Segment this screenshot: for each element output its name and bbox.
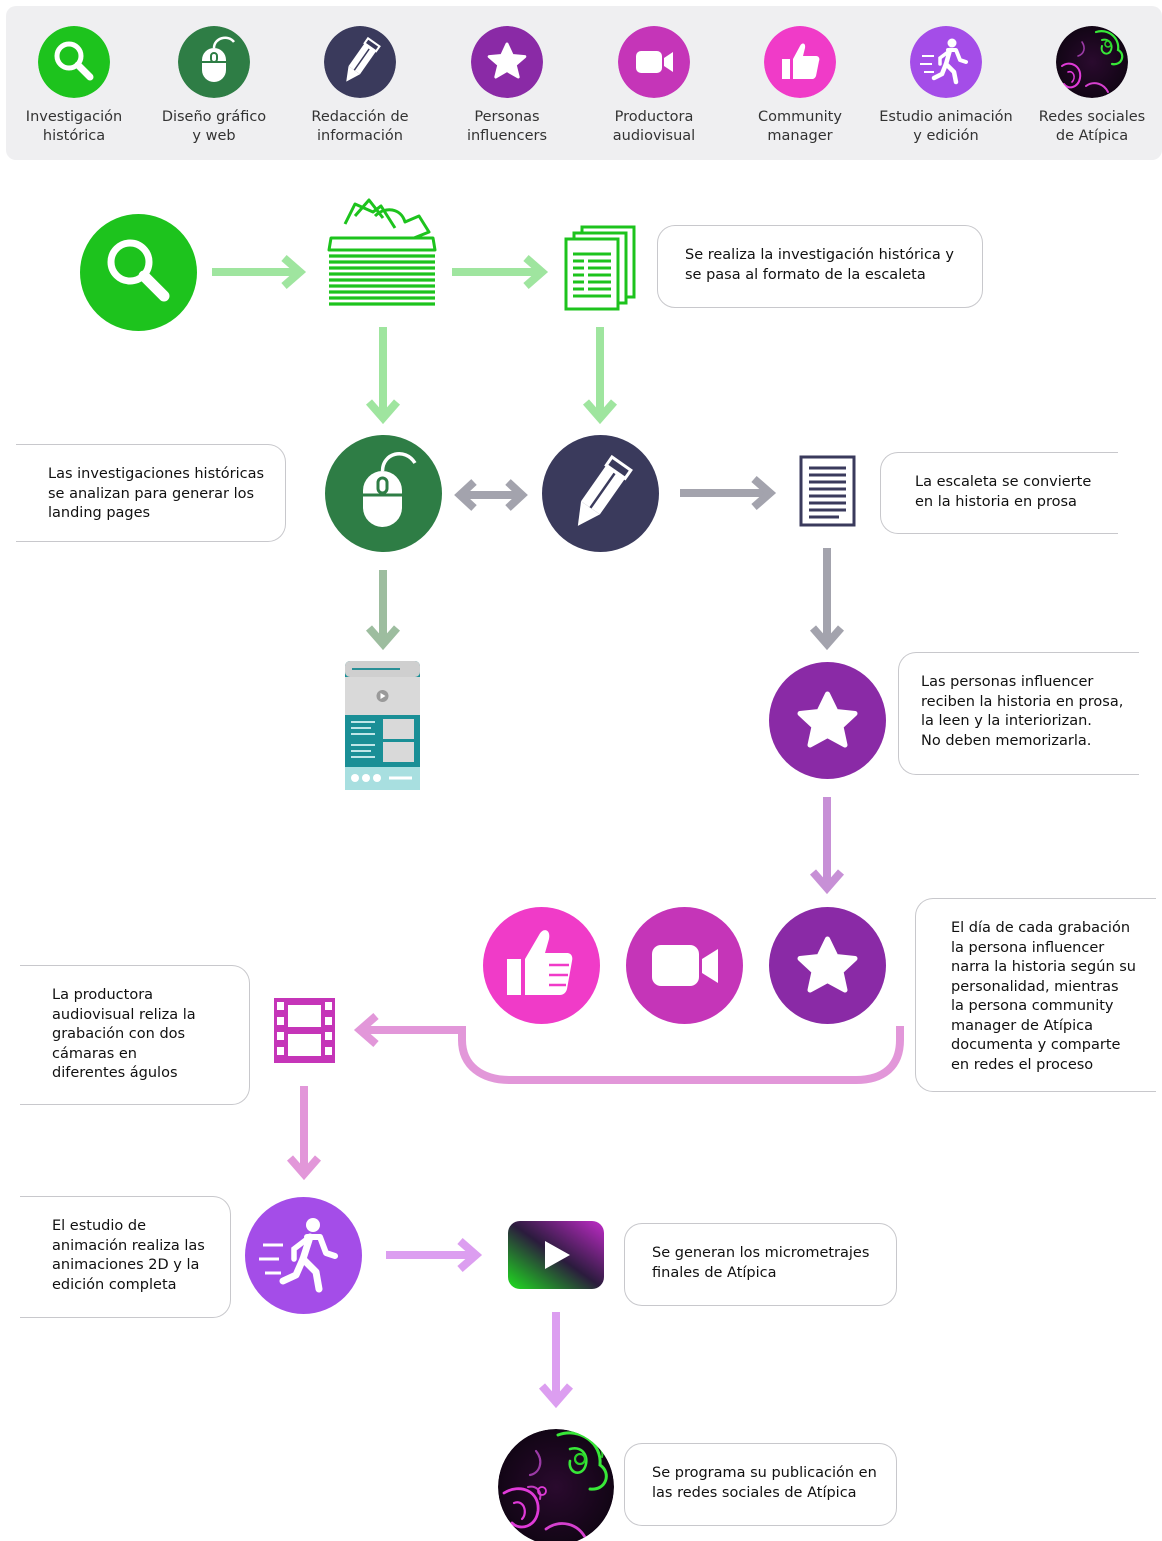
community-thumbs-up-icon [483,907,600,1024]
legend-label: Community manager [758,109,842,144]
arrow-down [809,548,845,651]
film-strip-icon [274,998,335,1063]
paper-stack-icon [327,198,437,306]
design-mouse-icon [325,435,442,552]
step-production-text: La productora audiovisual reliza la grab… [20,965,250,1105]
legend-item-redes: Redes sociales de Atípica [1024,26,1160,146]
step-micro-text: Se generan los micrometrajes finales de … [624,1223,897,1306]
step-influencers-text: Las personas influencer reciben la histo… [898,652,1139,775]
step-animation-text: El estudio de animación realiza las anim… [20,1196,231,1318]
recording-star-icon [769,907,886,1024]
arrow-down [582,327,618,425]
legend-label: Diseño gráfico y web [161,109,267,144]
document-stack-icon [564,225,636,311]
arrow-right [212,254,307,290]
running-person-icon [910,26,982,98]
mouse-icon [178,26,250,98]
legend-item-community: Community manager [732,26,868,146]
legend-item-estudio: Estudio animación y edición [878,26,1014,146]
pencil-icon [324,26,396,98]
arrow-down [286,1086,322,1181]
legend-item-productora: Productora audiovisual [586,26,722,146]
arrow-bidirectional [454,479,528,511]
magnifier-icon [38,26,110,98]
legend-label: Personas influencers [466,109,548,144]
animation-runner-icon [245,1197,362,1314]
video-camera-icon [618,26,690,98]
arrow-down [365,327,401,425]
arrow-right [680,475,777,511]
step-recording-day-text: El día de cada grabación la persona infl… [915,898,1156,1092]
arrow-right [452,254,549,290]
production-camera-icon [626,907,743,1024]
writing-pencil-icon [542,435,659,552]
step-landing-text: Las investigaciones históricas se analiz… [16,444,286,542]
research-magnifier-icon [80,214,197,331]
arrow-curved-left [353,1012,904,1084]
micro-film-play-icon [508,1221,604,1289]
legend-bar: Investigación histórica Diseño gráfico y… [6,6,1162,160]
step-research-text: Se realiza la investigación histórica y … [657,225,983,308]
legend-item-investigacion: Investigación histórica [6,26,142,146]
legend-item-redaccion: Redacción de información [292,26,428,146]
arrow-down [809,797,845,895]
legend-label: Redacción de información [311,109,409,144]
step-prose-text: La escaleta se convierte en la historia … [880,452,1118,534]
social-media-pattern-icon [498,1429,614,1541]
star-icon [471,26,543,98]
legend-label: Estudio animación y edición [879,109,1013,144]
step-publish-text: Se programa su publicación en las redes … [624,1443,897,1526]
prose-document-icon [799,455,856,527]
landing-page-icon [345,661,420,790]
arrow-right [386,1237,483,1273]
legend-label: Productora audiovisual [612,109,696,144]
atipica-pattern-icon [1056,26,1128,98]
legend-label: Investigación histórica [25,109,123,144]
legend-item-diseno: Diseño gráfico y web [146,26,282,146]
arrow-down [538,1312,574,1409]
influencer-star-icon [769,662,886,779]
legend-label: Redes sociales de Atípica [1038,109,1146,144]
legend-item-personas: Personas influencers [439,26,575,146]
thumbs-up-icon [764,26,836,98]
arrow-down [365,570,401,651]
